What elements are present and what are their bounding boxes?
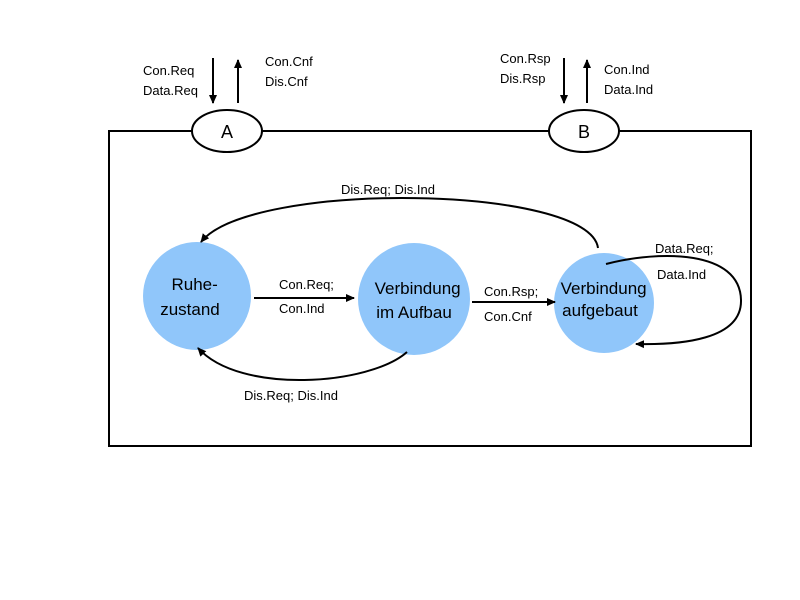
port-a[interactable]: A (191, 109, 263, 153)
port-b-in-line-2: Dis.Rsp (500, 71, 546, 86)
state-established-line-1: Verbindung (561, 279, 647, 298)
state-idle-line-2: zustand (160, 300, 220, 319)
state-setup-label: Verbindung im Aufbau (375, 279, 466, 322)
port-a-in-line-2: Data.Req (143, 83, 198, 98)
transition-established-self-line-1: Data.Req; (655, 241, 714, 256)
state-idle[interactable]: Ruhe- zustand (143, 242, 251, 350)
state-setup[interactable]: Verbindung im Aufbau (358, 243, 470, 355)
port-b-in-line-1: Con.Rsp (500, 51, 551, 66)
transition-established-self-line-2: Data.Ind (657, 267, 706, 282)
port-a-out-line-2: Dis.Cnf (265, 74, 308, 89)
port-b[interactable]: B (548, 109, 620, 153)
state-idle-label: Ruhe- zustand (160, 275, 222, 319)
port-b-out-label: Con.Ind Data.Ind (604, 62, 653, 97)
port-a-label: A (221, 122, 233, 142)
transition-setup-to-established-line-1: Con.Rsp; (484, 284, 538, 299)
state-established-label: Verbindung aufgebaut (561, 279, 652, 320)
port-b-out-line-1: Con.Ind (604, 62, 650, 77)
port-a-in-label: Con.Req Data.Req (143, 63, 198, 98)
state-setup-shape (358, 243, 470, 355)
transition-setup-to-established-label: Con.Rsp; Con.Cnf (484, 284, 542, 324)
transition-setup-to-idle-label: Dis.Req; Dis.Ind (244, 388, 338, 403)
port-a-shape (191, 109, 263, 153)
transition-setup-to-established-line-2: Con.Cnf (484, 309, 532, 324)
transition-setup-to-idle (197, 347, 408, 381)
transition-established-self (605, 254, 743, 349)
port-b-out-line-2: Data.Ind (604, 82, 653, 97)
state-setup-line-1: Verbindung (375, 279, 461, 298)
transition-idle-to-setup-label: Con.Req; Con.Ind (279, 277, 338, 316)
state-established-line-2: aufgebaut (562, 301, 638, 320)
port-b-in-label: Con.Rsp Dis.Rsp (500, 51, 554, 86)
state-idle-line-1: Ruhe- (171, 275, 217, 294)
port-b-shape (548, 109, 620, 153)
state-setup-line-2: im Aufbau (376, 303, 452, 322)
state-established-shape (554, 253, 654, 353)
state-idle-shape (143, 242, 251, 350)
transition-established-to-idle-label: Dis.Req; Dis.Ind (341, 182, 435, 197)
port-a-out-label: Con.Cnf Dis.Cnf (265, 54, 316, 89)
system-boundary (108, 130, 752, 447)
transition-idle-to-setup-line-2: Con.Ind (279, 301, 325, 316)
transition-established-to-idle (200, 197, 599, 249)
transition-established-self-label: Data.Req; Data.Ind (655, 241, 717, 282)
port-a-out-line-1: Con.Cnf (265, 54, 313, 69)
state-established[interactable]: Verbindung aufgebaut (554, 253, 654, 353)
port-b-label: B (578, 122, 590, 142)
port-a-in-line-1: Con.Req (143, 63, 194, 78)
transition-idle-to-setup-line-1: Con.Req; (279, 277, 334, 292)
